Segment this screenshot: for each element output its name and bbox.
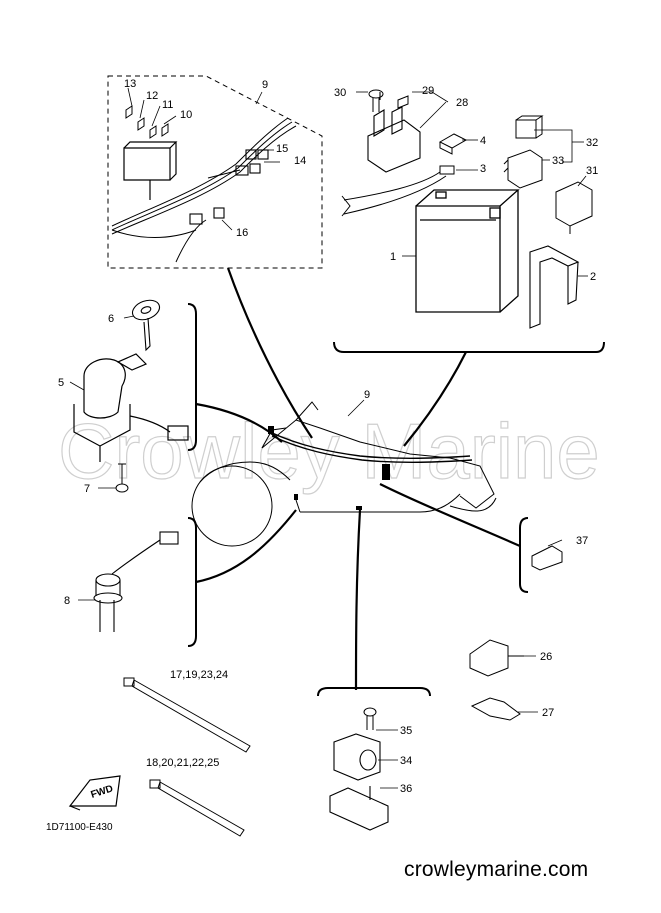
callout-9-detail[interactable]: 9 xyxy=(262,79,268,91)
bolt-part xyxy=(368,89,384,112)
callout-15[interactable]: 15 xyxy=(276,143,288,155)
main-harness-part xyxy=(269,431,473,463)
battery-part xyxy=(415,189,520,313)
motorcycle-outline xyxy=(191,401,497,547)
terminal-cover-part xyxy=(438,133,468,155)
callout-31[interactable]: 31 xyxy=(586,165,598,177)
callout-36[interactable]: 36 xyxy=(400,783,412,795)
callout-5[interactable]: 5 xyxy=(58,377,64,389)
callout-27[interactable]: 27 xyxy=(542,707,554,719)
relay-32-part xyxy=(515,115,544,139)
callout-28[interactable]: 28 xyxy=(456,97,468,109)
callout-10[interactable]: 10 xyxy=(180,109,192,121)
callout-32[interactable]: 32 xyxy=(586,137,598,149)
bottom-group-bracket xyxy=(317,687,431,697)
harness-detail-frame xyxy=(107,75,323,269)
clamp-27-part xyxy=(470,697,521,721)
cable-tie-a-part xyxy=(123,677,251,753)
fwd-label: FWD xyxy=(90,783,115,801)
callout-3[interactable]: 3 xyxy=(480,163,486,175)
battery-band-part xyxy=(529,245,580,329)
battery-group-bracket xyxy=(333,341,605,353)
leader-lines xyxy=(195,267,521,691)
clamp-26-part xyxy=(469,639,524,677)
sensor-34-part xyxy=(333,733,381,781)
harness-blocks xyxy=(268,426,390,510)
cable-tie-b-part xyxy=(149,779,245,837)
callout-37[interactable]: 37 xyxy=(576,535,588,547)
battery-cable-part xyxy=(341,165,455,217)
callout-11[interactable]: 11 xyxy=(162,99,173,111)
diagram-reference-code: 1D71100-E430 xyxy=(46,822,113,833)
callout-6[interactable]: 6 xyxy=(108,313,114,325)
callout-14[interactable]: 14 xyxy=(294,155,306,167)
callout-4[interactable]: 4 xyxy=(480,135,486,147)
callout-34[interactable]: 34 xyxy=(400,755,412,767)
callout-26[interactable]: 26 xyxy=(540,651,552,663)
callout-33[interactable]: 33 xyxy=(552,155,564,167)
relay-33-part xyxy=(503,149,543,189)
harness-connectors xyxy=(189,149,269,225)
harness-wires xyxy=(111,117,297,263)
footer-site-url[interactable]: crowleymarine.com xyxy=(404,858,589,881)
callout-9-harness[interactable]: 9 xyxy=(364,389,370,401)
starter-relay-part xyxy=(367,92,421,173)
callout-29[interactable]: 29 xyxy=(422,85,434,97)
callout-7[interactable]: 7 xyxy=(84,483,90,495)
callout-35[interactable]: 35 xyxy=(400,725,412,737)
fwd-arrow-icon: FWD xyxy=(68,775,121,811)
bracket-37-group xyxy=(519,517,529,593)
neutral-switch-part xyxy=(93,531,179,632)
callout-8[interactable]: 8 xyxy=(64,595,70,607)
callout-lines xyxy=(69,87,588,789)
relay-box-part xyxy=(123,141,178,200)
screw-35-part xyxy=(363,707,377,730)
key-part xyxy=(131,299,161,352)
callout-1[interactable]: 1 xyxy=(390,251,396,263)
callout-30[interactable]: 30 xyxy=(334,87,346,99)
sensor-group-bracket xyxy=(187,517,197,647)
switch-group-bracket xyxy=(187,303,197,451)
main-switch-part xyxy=(73,353,189,462)
fuse-part xyxy=(397,95,409,109)
bracket-36-part xyxy=(329,786,389,831)
bracket-37-part xyxy=(531,545,563,571)
callout-2[interactable]: 2 xyxy=(590,271,596,283)
callout-12[interactable]: 12 xyxy=(146,90,158,102)
fuses-part xyxy=(125,105,169,139)
flasher-relay-part xyxy=(555,181,593,234)
callout-18-20-21-22-25[interactable]: 18,20,21,22,25 xyxy=(146,757,219,769)
callout-16[interactable]: 16 xyxy=(236,227,248,239)
callout-17-19-23-24[interactable]: 17,19,23,24 xyxy=(170,669,228,681)
callout-13[interactable]: 13 xyxy=(124,78,136,90)
